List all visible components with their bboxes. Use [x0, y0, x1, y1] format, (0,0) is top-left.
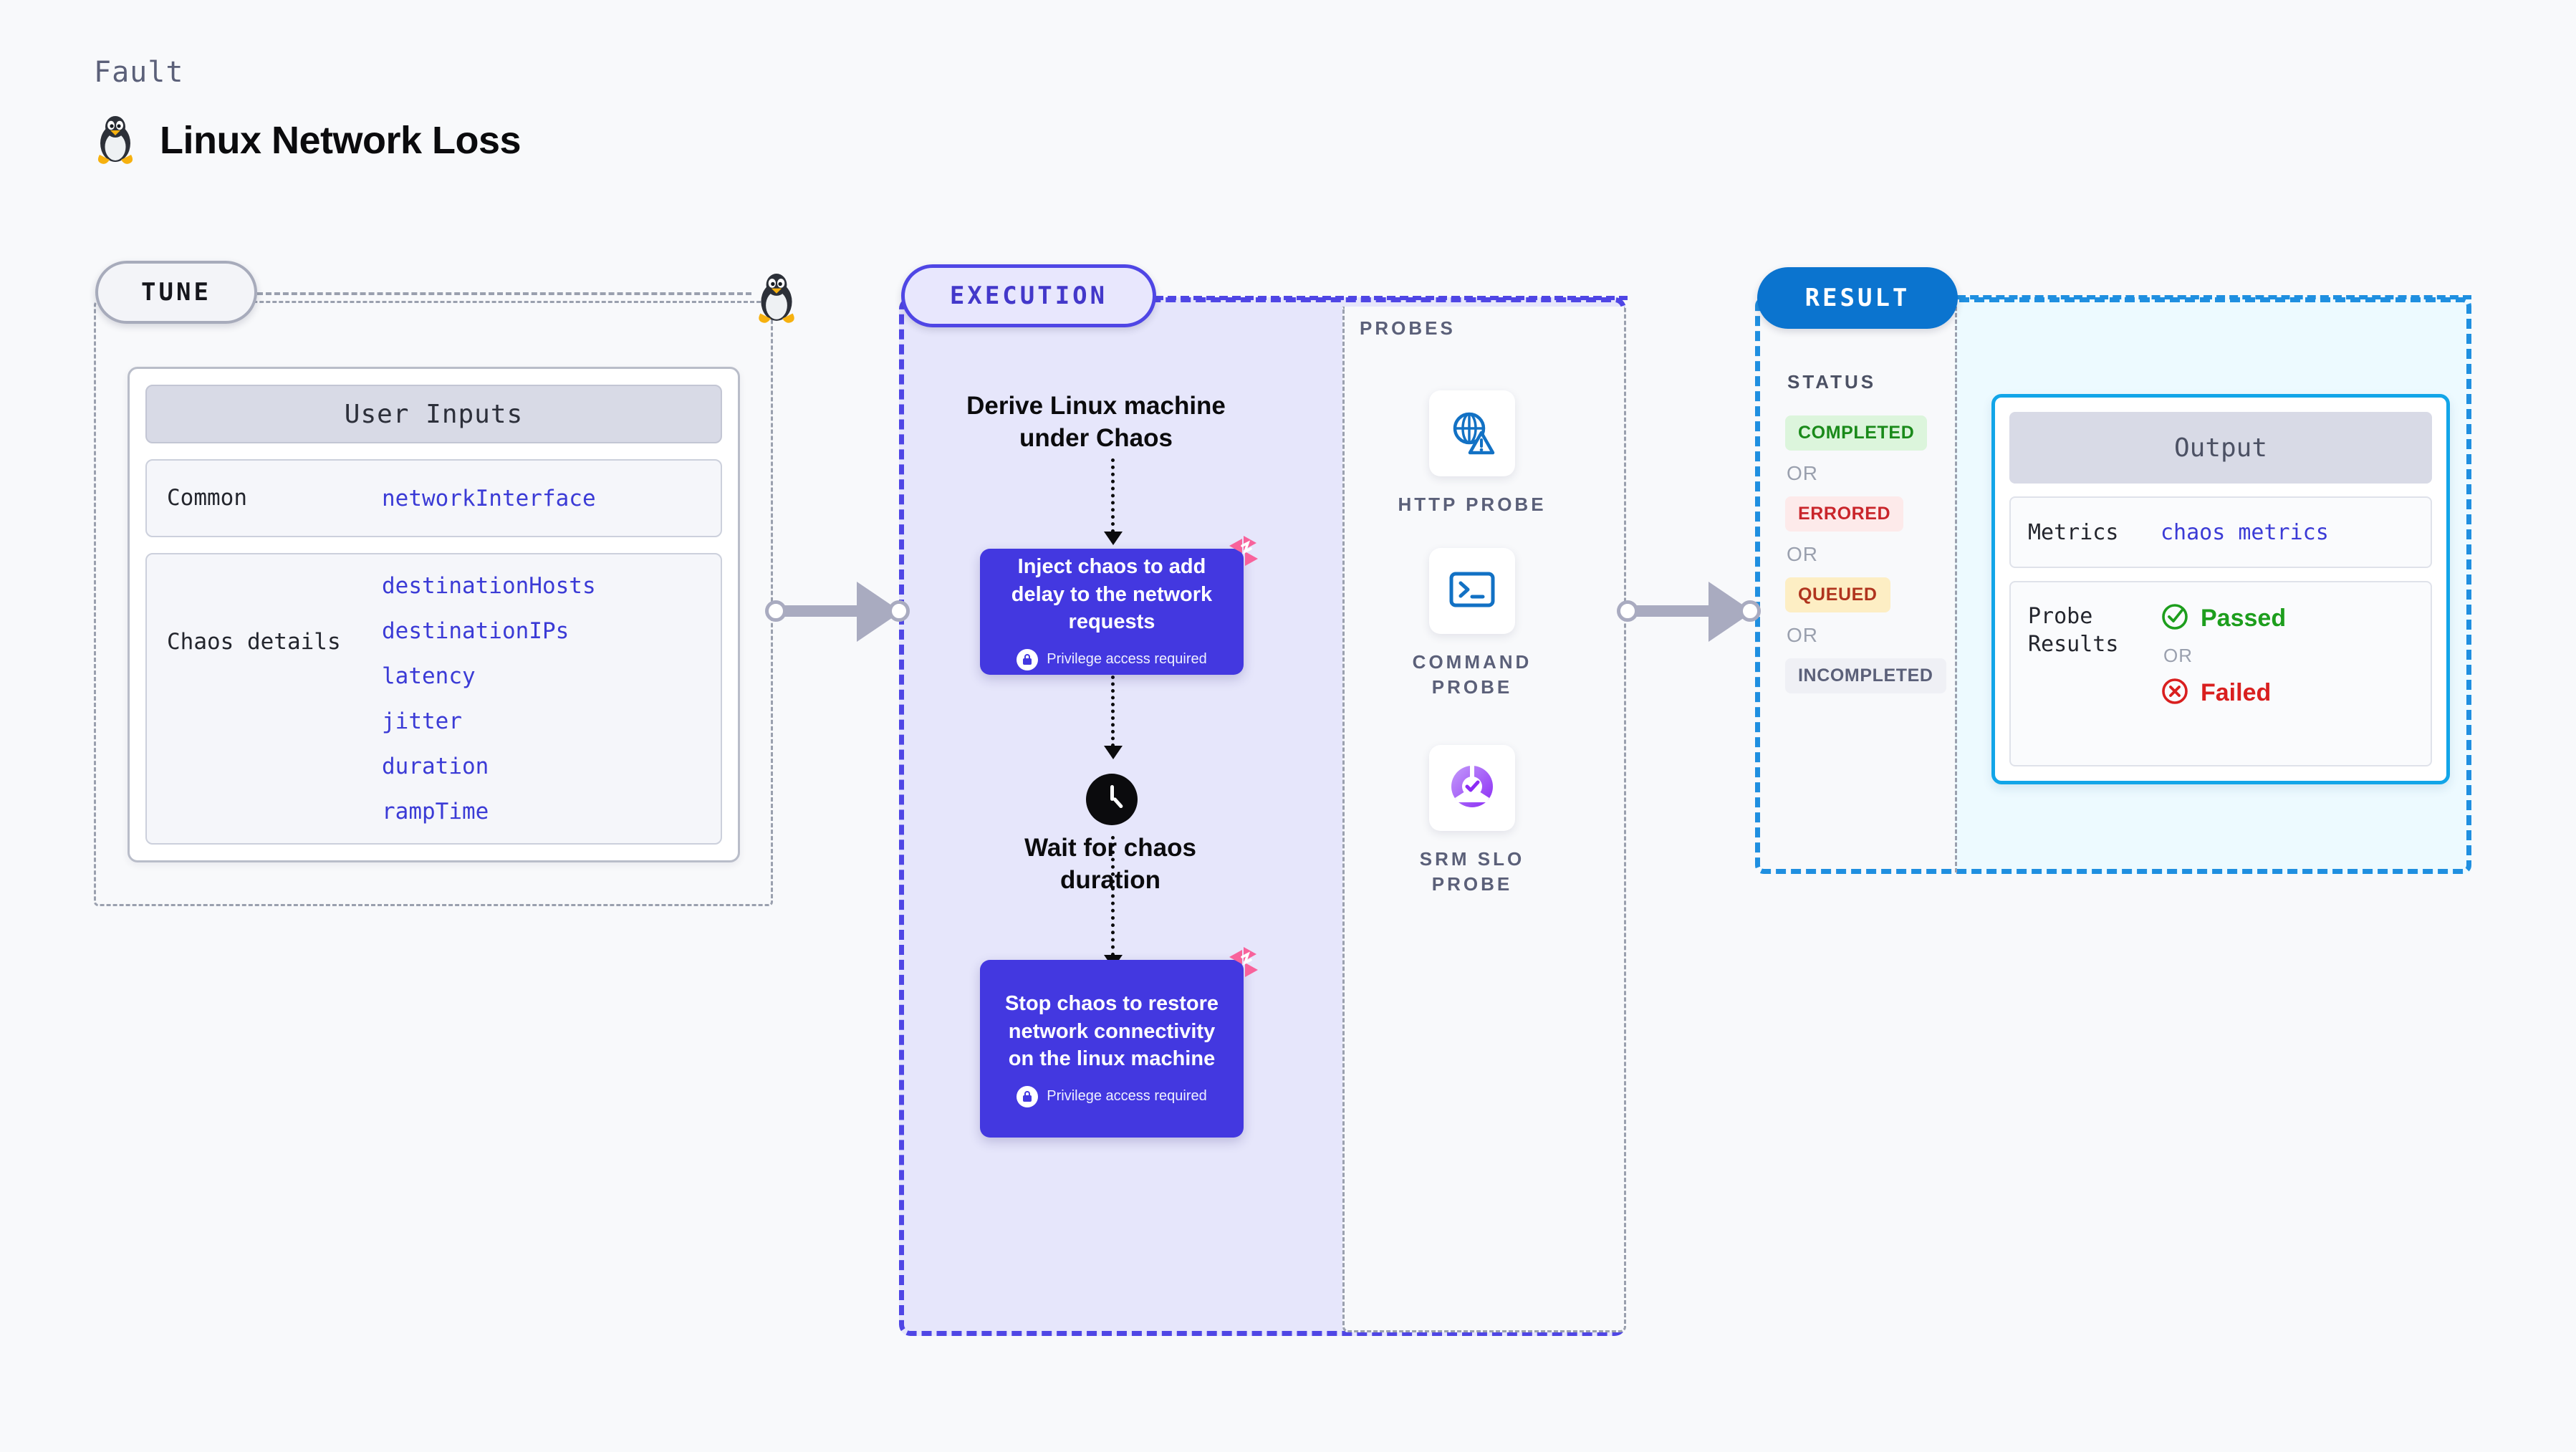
- output-metrics-key: Metrics: [2028, 519, 2119, 545]
- status-badge-errored: ERRORED: [1785, 496, 1904, 532]
- execution-step-label: Stop chaos to restore network connectivi…: [1004, 992, 1219, 1071]
- execution-step-wait-label: Wait for chaos duration: [1024, 834, 1196, 894]
- execution-step-stop-chaos[interactable]: Stop chaos to restore network connectivi…: [980, 947, 1258, 1138]
- tune-value-destinationhosts[interactable]: destinationHosts: [382, 573, 596, 599]
- chaos-tag-icon: [1226, 944, 1259, 981]
- tune-row-common: Common networkInterface: [145, 459, 722, 537]
- execution-flow-title: Derive Linux machine under Chaos: [966, 392, 1226, 452]
- execution-badge[interactable]: EXECUTION: [901, 264, 1156, 327]
- linux-penguin-marker-icon: [754, 272, 799, 329]
- arrow-end-dot: [888, 600, 910, 622]
- privilege-note: Privilege access required: [1017, 648, 1207, 670]
- tune-value-ramptime[interactable]: rampTime: [382, 799, 489, 824]
- probes-section-label: PROBES: [1360, 317, 1456, 339]
- status-or-label: OR: [1787, 462, 1818, 484]
- tune-badge[interactable]: TUNE: [95, 261, 257, 324]
- output-card-title: Output: [2009, 412, 2432, 484]
- page-title-row: Linux Network Loss: [94, 115, 522, 166]
- privilege-note: Privilege access required: [1017, 1085, 1207, 1107]
- x-circle-icon: [2161, 677, 2189, 709]
- probe-result-passed-label: Passed: [2201, 605, 2287, 632]
- tune-row-chaos-details: Chaos details destinationHosts destinati…: [145, 553, 722, 845]
- tune-row-key: Common: [167, 484, 247, 511]
- result-badge-connector: [1957, 295, 2471, 299]
- status-badge-completed: COMPLETED: [1785, 415, 1928, 451]
- lock-icon: [1017, 1085, 1039, 1107]
- output-metrics-value[interactable]: chaos metrics: [2161, 519, 2329, 545]
- probe-label: COMMAND PROBE: [1412, 651, 1532, 698]
- flow-arrowhead-2-icon: [1104, 746, 1123, 759]
- tune-badge-connector: [257, 292, 751, 295]
- tune-value-jitter[interactable]: jitter: [382, 708, 462, 734]
- probe-item-srm-slo[interactable]: SRM SLO PROBE: [1383, 745, 1562, 897]
- globe-warning-icon: [1448, 408, 1496, 459]
- output-card: Output Metrics chaos metrics Probe Resul…: [1991, 394, 2450, 784]
- slo-donut-check-icon: [1448, 762, 1496, 814]
- result-section-panel: [1755, 297, 2471, 874]
- probe-result-failed: Failed: [2161, 677, 2286, 709]
- output-probe-key: Probe Results: [2028, 604, 2119, 657]
- status-or-label: OR: [1787, 543, 1818, 565]
- probe-result-failed-label: Failed: [2201, 679, 2272, 706]
- tune-value-networkinterface[interactable]: networkInterface: [382, 485, 596, 511]
- probe-item-http[interactable]: HTTP PROBE: [1383, 390, 1562, 517]
- status-badge-incompleted: INCOMPLETED: [1785, 658, 1946, 693]
- result-section-divider: [1955, 307, 1957, 872]
- lock-icon: [1017, 648, 1039, 670]
- privilege-note-label: Privilege access required: [1047, 651, 1207, 668]
- probe-tile: [1429, 745, 1515, 831]
- tune-row-values: destinationHosts destinationIPs latency …: [382, 573, 596, 824]
- fault-eyebrow-label: Fault: [94, 56, 184, 89]
- arrow-end-dot: [1739, 600, 1761, 622]
- output-row-metrics: Metrics chaos metrics: [2009, 496, 2432, 568]
- flow-arrowhead-1-icon: [1104, 532, 1123, 545]
- execution-badge-connector: [1155, 296, 1628, 300]
- probe-tile: [1429, 390, 1515, 476]
- probe-label: SRM SLO PROBE: [1419, 848, 1525, 895]
- flow-connector-3: [1111, 836, 1115, 956]
- result-badge[interactable]: RESULT: [1757, 267, 1958, 329]
- terminal-icon: [1448, 569, 1496, 613]
- execution-step-label: Inject chaos to add delay to the network…: [1011, 555, 1213, 634]
- output-row-probe-results: Probe Results Passed OR: [2009, 581, 2432, 766]
- clock-icon: [1086, 774, 1138, 825]
- chaos-tag-icon: [1226, 533, 1259, 569]
- tune-row-values: networkInterface: [382, 486, 596, 511]
- privilege-note-label: Privilege access required: [1047, 1088, 1207, 1105]
- user-inputs-card: User Inputs Common networkInterface Chao…: [128, 367, 740, 862]
- probe-result-or-label: OR: [2163, 645, 2193, 666]
- flow-connector-2: [1111, 675, 1115, 747]
- status-list: COMPLETED OR ERRORED OR QUEUED OR INCOMP…: [1785, 415, 1971, 693]
- flow-connector-1: [1111, 458, 1115, 533]
- probe-result-passed: Passed: [2161, 602, 2286, 635]
- tune-value-latency[interactable]: latency: [382, 663, 476, 689]
- tune-value-destinationips[interactable]: destinationIPs: [382, 618, 569, 644]
- arrow-start-dot: [765, 600, 787, 622]
- status-badge-queued: QUEUED: [1785, 577, 1890, 612]
- linux-penguin-icon: [94, 115, 137, 166]
- probe-label: HTTP PROBE: [1398, 494, 1547, 515]
- arrow-start-dot: [1617, 600, 1638, 622]
- tune-value-duration[interactable]: duration: [382, 754, 489, 779]
- status-or-label: OR: [1787, 624, 1818, 646]
- page-title: Linux Network Loss: [160, 119, 522, 162]
- probe-result-list: Passed OR Failed: [2161, 602, 2286, 709]
- execution-step-inject-chaos[interactable]: Inject chaos to add delay to the network…: [980, 536, 1258, 675]
- check-circle-icon: [2161, 602, 2189, 635]
- tune-row-key: Chaos details: [167, 629, 341, 655]
- probe-tile: [1429, 548, 1515, 634]
- user-inputs-card-title: User Inputs: [145, 385, 722, 444]
- status-column-label: STATUS: [1787, 371, 1877, 393]
- probe-item-command[interactable]: COMMAND PROBE: [1383, 548, 1562, 700]
